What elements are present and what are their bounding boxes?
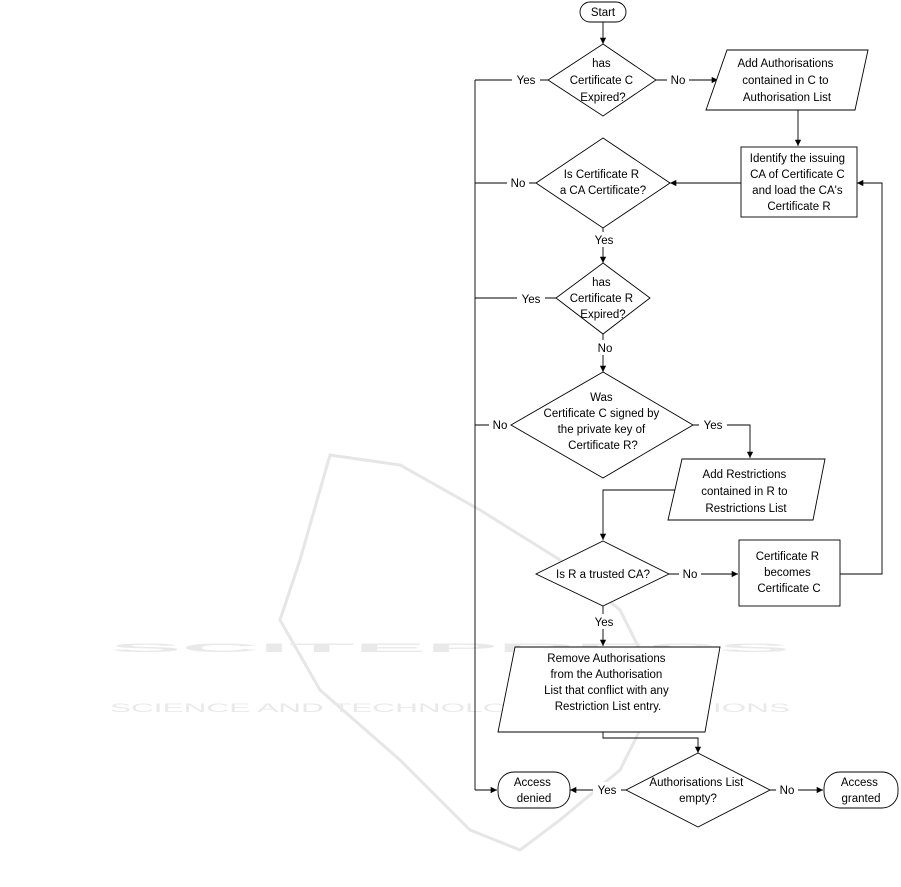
- decision-r-expired-line: has: [592, 277, 611, 289]
- process-add-restrictions-line: Restrictions List: [705, 503, 787, 515]
- decision-auth-empty: Authorisations List empty?: [625, 752, 771, 828]
- svg-text:Identify the issuing CA: Identify the issuing CA of Certificate C…: [750, 153, 848, 213]
- process-add-restrictions-line: contained in R to: [701, 486, 787, 498]
- terminator-access-granted-line: Access: [841, 777, 878, 789]
- decision-auth-empty-line: empty?: [679, 793, 717, 805]
- terminator-access-denied: Access denied: [497, 771, 571, 809]
- terminator-access-denied-line: Access: [514, 777, 551, 789]
- edge-label-empty-yes: Yes: [598, 785, 617, 797]
- process-add-authorisations-line: Authorisation List: [743, 92, 832, 104]
- start-label: Start: [591, 7, 616, 19]
- process-add-authorisations-line: contained in C to: [742, 75, 828, 87]
- edge-label-trusted-no: No: [683, 569, 698, 581]
- process-add-authorisations-line: Add Authorisations: [737, 58, 833, 70]
- edge-label-signed-no: No: [493, 420, 508, 432]
- process-identify-ca: Identify the issuing CA of Certificate C…: [740, 146, 858, 218]
- process-identify-ca-line: Identify the issuing: [750, 153, 845, 165]
- process-r-becomes-c: Certificate R becomes Certificate C: [738, 539, 841, 607]
- edge-label-c-expired-yes: Yes: [517, 75, 536, 87]
- process-remove-authorisations-line: from the Authorisation: [550, 669, 662, 681]
- svg-text:Certificate R becomes: Certificate R becomes Certificate C: [756, 551, 822, 595]
- svg-text:Authorisations List empt: Authorisations List empty?: [649, 777, 746, 805]
- process-identify-ca-line: CA of Certificate C: [750, 169, 845, 181]
- process-r-becomes-c-line: Certificate C: [757, 583, 820, 595]
- decision-c-expired: has Certificate C Expired?: [547, 43, 657, 117]
- decision-c-expired-line: Certificate C: [570, 75, 633, 87]
- svg-text:Is Certificate R a CA Ce: Is Certificate R a CA Certificate?: [560, 169, 646, 197]
- decision-signed-by-r-line: Certificate C signed by: [544, 408, 660, 420]
- terminator-access-denied-line: denied: [517, 793, 552, 805]
- svg-text:has Certificate R: has Certificate R Expired?: [570, 277, 636, 321]
- decision-signed-by-r-line: Certificate R?: [568, 440, 638, 452]
- decision-signed-by-r-line: Was: [590, 392, 613, 404]
- edge-label-c-expired-no: No: [671, 75, 686, 87]
- process-remove-authorisations-line: Remove Authorisations: [547, 653, 666, 665]
- decision-trusted-ca: Is R a trusted CA?: [534, 540, 671, 607]
- decision-auth-empty-line: Authorisations List: [649, 777, 744, 789]
- decision-trusted-ca-line: Is R a trusted CA?: [556, 569, 650, 581]
- svg-text:Was Certificate C signed: Was Certificate C signed by the private …: [544, 392, 663, 452]
- edge-label-r-is-ca-no: No: [511, 178, 526, 190]
- process-remove-authorisations-line: Restriction List entry.: [555, 701, 662, 713]
- process-identify-ca-line: and load the CA's: [752, 185, 843, 197]
- process-r-becomes-c-line: Certificate R: [756, 551, 819, 563]
- decision-c-expired-line: has: [592, 58, 611, 70]
- svg-text:Is R a trusted CA?: Is R a trusted CA?: [556, 569, 650, 581]
- decision-signed-by-r-line: the private key of: [558, 424, 646, 436]
- decision-r-is-ca: Is Certificate R a CA Certificate?: [535, 137, 671, 229]
- svg-text:Add Authorisations conta: Add Authorisations contained in C to Aut…: [737, 58, 836, 104]
- terminator-access-granted-line: granted: [841, 793, 880, 805]
- process-r-becomes-c-line: becomes: [764, 567, 811, 579]
- edge-label-r-is-ca-yes: Yes: [595, 235, 614, 247]
- decision-c-expired-line: Expired?: [580, 92, 625, 104]
- edge-label-empty-no: No: [780, 785, 795, 797]
- process-add-authorisations: Add Authorisations contained in C to Aut…: [705, 49, 869, 111]
- svg-text:has Certificate C: has Certificate C Expired?: [570, 58, 636, 104]
- terminator-access-granted: Access granted: [823, 771, 899, 809]
- process-remove-authorisations-line: List that conflict with any: [544, 685, 669, 697]
- edge-label-trusted-yes: Yes: [595, 617, 614, 629]
- svg-text:Add Restrictions contain: Add Restrictions contained in R to Restr…: [701, 469, 791, 515]
- process-identify-ca-line: Certificate R: [767, 201, 830, 213]
- svg-text:Remove Authorisations fr: Remove Authorisations from the Authorisa…: [544, 653, 672, 713]
- process-add-restrictions: Add Restrictions contained in R to Restr…: [667, 458, 826, 521]
- process-add-restrictions-line: Add Restrictions: [703, 469, 787, 481]
- decision-r-expired: has Certificate R Expired?: [555, 262, 651, 335]
- decision-r-is-ca-line: a CA Certificate?: [560, 185, 646, 197]
- decision-r-expired-line: Certificate R: [570, 293, 633, 305]
- decision-r-is-ca-line: Is Certificate R: [564, 169, 639, 181]
- svg-text:Access denied: Access denied: [514, 777, 554, 805]
- process-remove-authorisations: Remove Authorisations from the Authorisa…: [497, 646, 721, 733]
- edge-label-r-expired-yes: Yes: [522, 294, 541, 306]
- edge-label-r-expired-no: No: [598, 343, 613, 355]
- svg-text:Access granted: Access granted: [841, 777, 881, 805]
- start-terminator: Start: [579, 1, 627, 23]
- decision-r-expired-line: Expired?: [580, 309, 625, 321]
- edge-label-signed-yes: Yes: [704, 420, 723, 432]
- edge-labels: Yes No No Yes Yes No No Yes No Yes Yes N…: [489, 72, 798, 797]
- decision-signed-by-r: Was Certificate C signed by the private …: [510, 371, 694, 479]
